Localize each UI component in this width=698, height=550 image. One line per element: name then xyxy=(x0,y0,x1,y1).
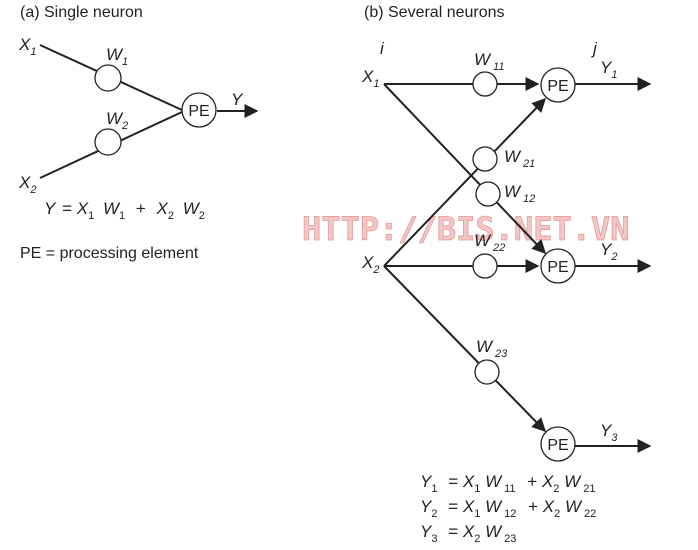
panel-a-title: (a) Single neuron xyxy=(20,4,143,21)
panel-b-title: (b) Several neurons xyxy=(364,4,505,21)
b-pe2-node xyxy=(540,248,576,284)
a-pe-node xyxy=(181,92,217,128)
a-w1-label: W1 xyxy=(106,45,128,68)
b-edge-x1-pe2 xyxy=(383,83,546,255)
b-weight-node-w23 xyxy=(474,359,500,385)
b-y2-label: Y2 xyxy=(600,240,617,263)
b-y1-label: Y1 xyxy=(600,58,617,81)
b-x2-label: X2 xyxy=(361,253,379,276)
a-y-label: Y xyxy=(231,90,244,109)
a-weight-node-w2 xyxy=(94,128,122,156)
b-x1-label: X1 xyxy=(361,67,379,90)
b-edge-x2-pe1 xyxy=(383,97,546,267)
watermark: HTTP://BIS.NET.VN xyxy=(302,210,630,248)
b-i-label: i xyxy=(380,39,385,58)
b-pe1-label: PE xyxy=(547,78,568,95)
b-y3-label: Y3 xyxy=(600,421,618,444)
b-pe3-label: PE xyxy=(547,437,568,454)
b-edge-x2-pe3 xyxy=(383,265,546,433)
b-weight-node-w22 xyxy=(472,253,498,279)
a-w2-label: W2 xyxy=(106,109,128,132)
a-x1-label: X1 xyxy=(18,35,36,58)
b-j-label: j xyxy=(591,39,598,58)
b-pe3-node xyxy=(540,426,576,462)
b-pe1-node xyxy=(540,67,576,103)
b-weight-node-w21 xyxy=(472,146,498,172)
a-weight-node-w1 xyxy=(94,64,122,92)
a-pe-label: PE xyxy=(188,103,209,120)
b-weight-node-w11 xyxy=(472,71,498,97)
a-x2-label: X2 xyxy=(18,173,36,196)
b-weight-node-w12 xyxy=(475,181,501,207)
b-pe2-label: PE xyxy=(547,259,568,276)
a-legend: PE = processing element xyxy=(20,245,199,262)
a-equation: Y = X1 W1 + X2 W2 xyxy=(44,199,205,223)
